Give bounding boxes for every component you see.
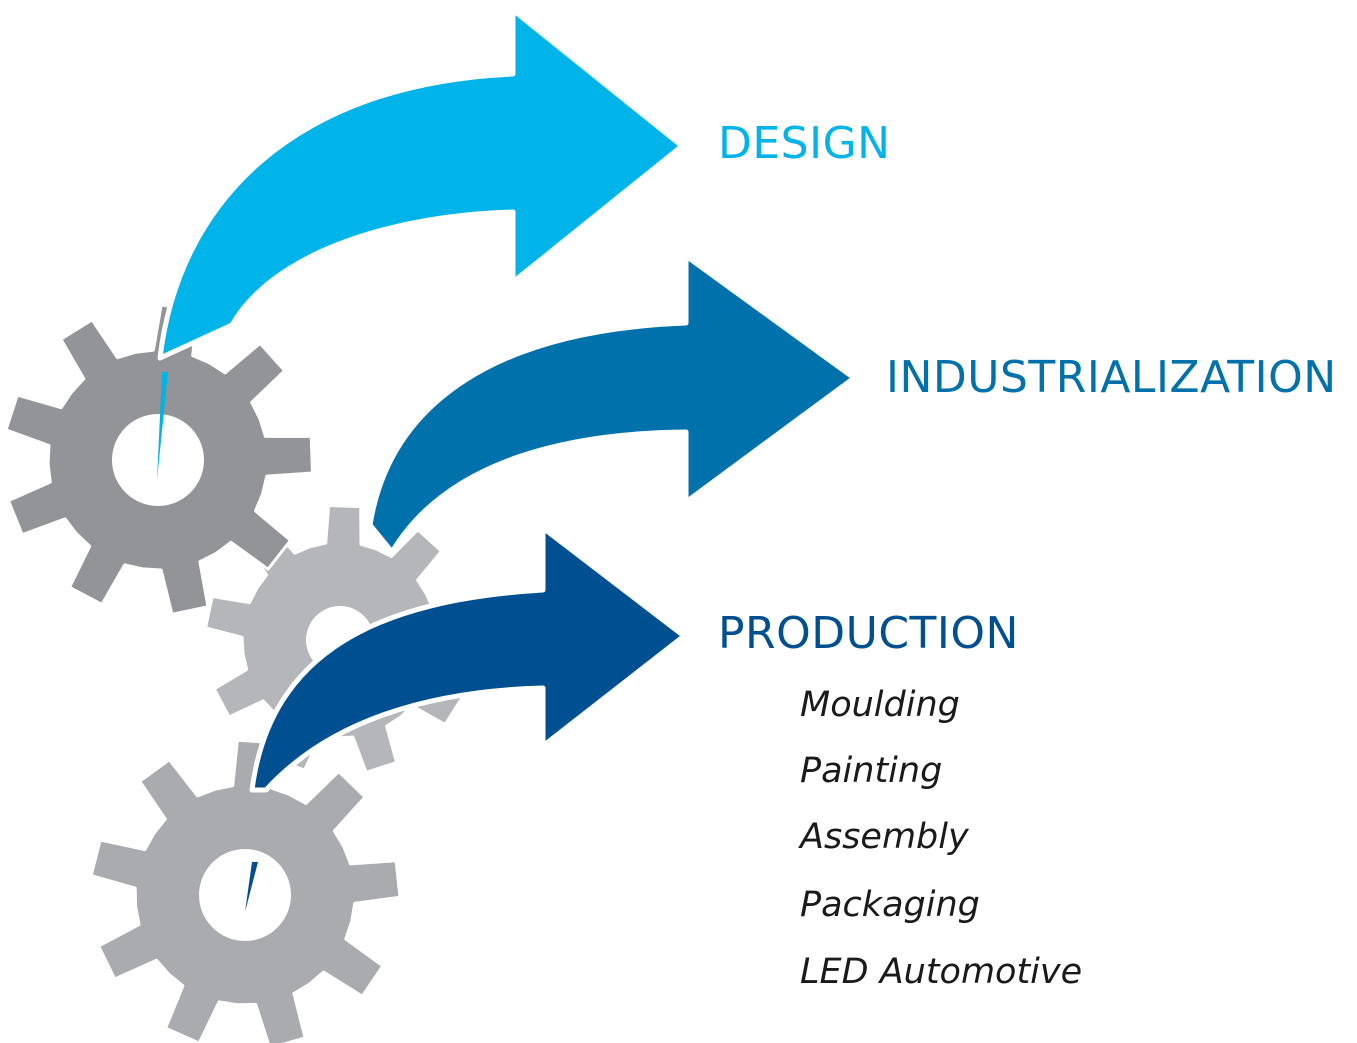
arrow-tail-production [245, 862, 258, 912]
gear-top [4, 303, 314, 616]
production-item: Assembly [800, 817, 969, 857]
production-item: Packaging [800, 885, 980, 925]
stage-label-design: DESIGN [718, 118, 891, 169]
production-item: LED Automotive [800, 952, 1083, 992]
production-item: Moulding [800, 685, 960, 725]
gear-bottom [89, 738, 402, 1043]
curved-arrow-icon [249, 525, 687, 793]
gear-hole [199, 849, 291, 941]
production-item: Painting [800, 751, 943, 791]
arrow-tail-design [157, 372, 168, 480]
stage-label-production: PRODUCTION [718, 608, 1019, 659]
curved-arrow-icon [157, 7, 685, 361]
curved-arrow-icon [367, 253, 857, 555]
stage-label-industrialization: INDUSTRIALIZATION [886, 352, 1337, 403]
